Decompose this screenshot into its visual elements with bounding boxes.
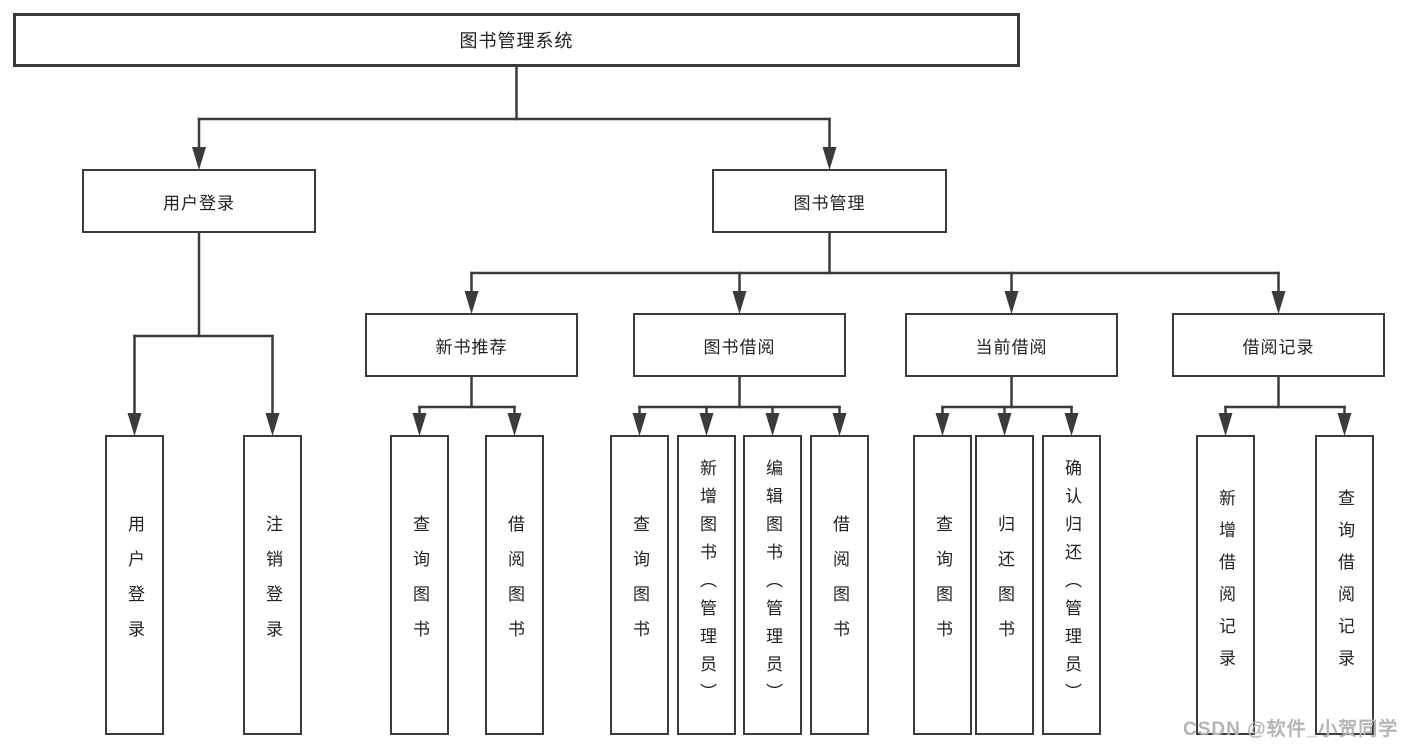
node-leaf-query-borrow-record: 查询借阅记录 <box>1315 435 1374 735</box>
node-library-management-system: 图书管理系统 <box>13 13 1020 67</box>
node-leaf-logout: 注销登录 <box>243 435 302 735</box>
node-current-borrowing: 当前借阅 <box>905 313 1118 377</box>
node-leaf-query-books-2: 查询图书 <box>610 435 669 735</box>
csdn-watermark: CSDN @软件_小贺同学 <box>1183 719 1399 740</box>
node-user-login: 用户登录 <box>82 169 316 233</box>
node-leaf-add-books-admin: 新增图书（管理员） <box>677 435 736 735</box>
node-new-book-recommend: 新书推荐 <box>365 313 578 377</box>
node-leaf-query-books-3: 查询图书 <box>913 435 972 735</box>
node-book-management: 图书管理 <box>712 169 947 233</box>
node-leaf-user-login: 用户登录 <box>105 435 164 735</box>
node-leaf-borrow-books-2: 借阅图书 <box>810 435 869 735</box>
node-leaf-confirm-return-admin: 确认归还（管理员） <box>1042 435 1101 735</box>
node-leaf-return-books: 归还图书 <box>975 435 1034 735</box>
node-book-borrowing: 图书借阅 <box>633 313 846 377</box>
node-leaf-query-books-1: 查询图书 <box>390 435 449 735</box>
node-leaf-edit-books-admin: 编辑图书（管理员） <box>743 435 802 735</box>
node-leaf-add-borrow-record: 新增借阅记录 <box>1196 435 1255 735</box>
node-borrow-records: 借阅记录 <box>1172 313 1385 377</box>
node-leaf-borrow-books-1: 借阅图书 <box>485 435 544 735</box>
